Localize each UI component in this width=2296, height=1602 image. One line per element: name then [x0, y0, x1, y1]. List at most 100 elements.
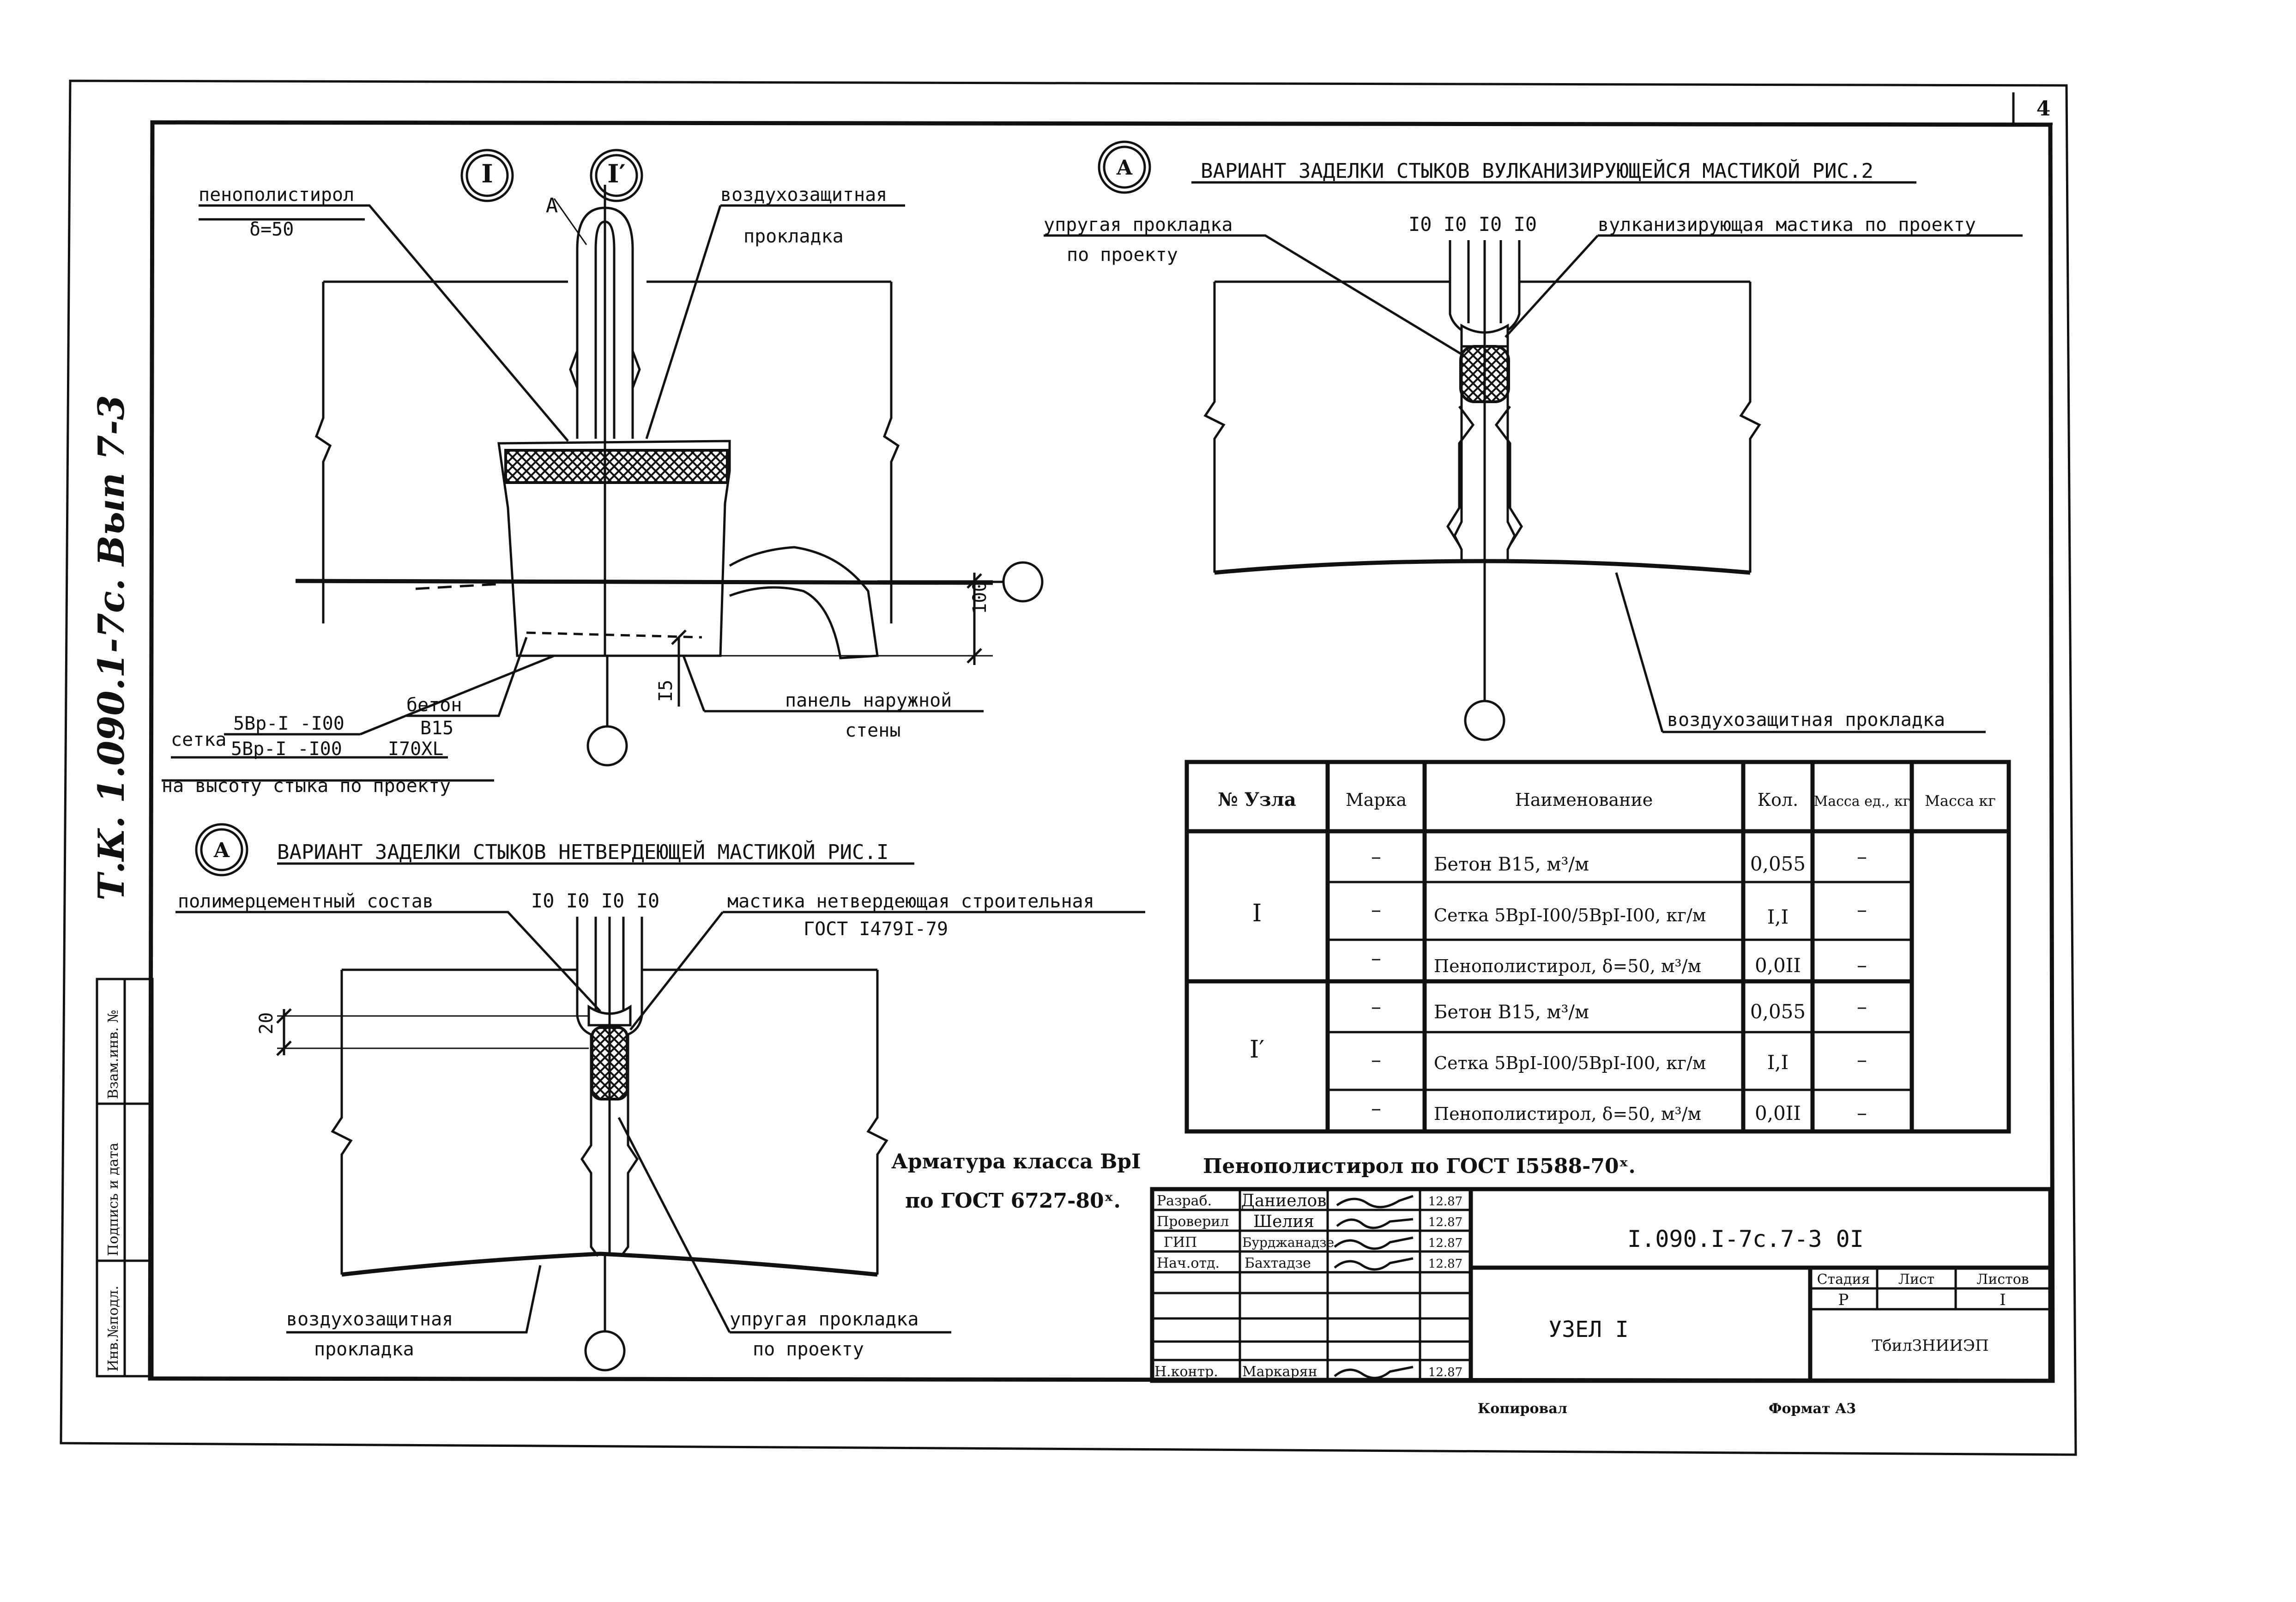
label-mesh-top: 5Вр-I -I00 — [233, 713, 344, 734]
section-mark-a: А — [546, 194, 558, 218]
tb-date: 12.87 — [1428, 1236, 1462, 1250]
figure-1 — [175, 823, 1145, 1372]
label-mesh-note: на высоту стыка по проекту — [162, 775, 451, 797]
mark-cell: – — [1371, 995, 1381, 1019]
label-foam: пенополистирол — [199, 184, 354, 206]
fig1-air-2: прокладка — [314, 1339, 414, 1360]
fig1-dim-20: 20 — [256, 1012, 277, 1034]
node-label-1: I — [481, 159, 493, 188]
qty-cell: 0,055 — [1750, 852, 1806, 875]
tb-format: Формат А3 — [1769, 1401, 1856, 1417]
fig2-gasket-1: упругая прокладка — [1044, 214, 1233, 236]
tb-person: Бурджанадзе — [1242, 1235, 1334, 1250]
title-block — [1150, 1187, 2053, 1383]
tb-role: Разраб. — [1157, 1193, 1212, 1209]
dim-15: I5 — [655, 680, 677, 702]
label-concrete-1: бетон — [406, 695, 462, 716]
fig1-mastic-2: ГОСТ I479I-79 — [804, 919, 948, 940]
label-air-gasket-2: прокладка — [743, 226, 844, 247]
label-air-gasket-1: воздухозащитная — [720, 184, 887, 206]
tb-stage: Р — [1838, 1291, 1849, 1309]
mark-cell: – — [1371, 1097, 1381, 1120]
qty-cell: 0,055 — [1750, 1000, 1806, 1023]
name-cell: Бетон В15, м³/м — [1434, 854, 1589, 875]
mark-cell: – — [1371, 845, 1381, 869]
stamp-inv: Инв.№подл. — [105, 1286, 121, 1372]
note-foam-std: Пенополистирол по ГОСТ I5588-70ˣ. — [1203, 1155, 1636, 1178]
signature-3 — [1334, 1236, 1414, 1250]
fig1-gasket-1: упругая прокладка — [730, 1309, 918, 1330]
stamp-sign: Подпись и дата — [105, 1143, 121, 1256]
node-label-1p: I′ — [607, 159, 626, 188]
note-rebar-1: Арматура класса ВрI — [891, 1150, 1141, 1173]
section-circle-bottom — [586, 725, 628, 767]
fig1-gasket-2: по проекту — [753, 1339, 864, 1360]
fig2-dims: I0 I0 I0 I0 — [1408, 213, 1537, 236]
name-cell: Бетон В15, м³/м — [1434, 1002, 1589, 1023]
fig1-polymer: полимерцементный состав — [178, 891, 434, 912]
sheet-frame — [60, 79, 2077, 1456]
stamp-replace: Взам.инв. № — [105, 1010, 121, 1099]
signature-4 — [1334, 1257, 1414, 1271]
th-mass-unit: Масса ед., кг — [1814, 793, 1910, 810]
tb-sheets: I — [2000, 1291, 2006, 1309]
fig2-gasket-2: по проекту — [1067, 244, 1178, 266]
fig1-title: ВАРИАНТ ЗАДЕЛКИ СТЫКОВ НЕТВЕРДЕЮЩЕЙ МАСТ… — [277, 840, 889, 864]
th-mass: Масса кг — [1925, 792, 1996, 810]
tb-person: Маркарян — [1242, 1364, 1317, 1380]
node-marker-1 — [460, 149, 514, 202]
figure-2 — [1044, 140, 2023, 741]
signature-5 — [1334, 1366, 1414, 1379]
th-name: Наименование — [1515, 790, 1653, 810]
tb-code: I.090.I-7с.7-3 0I — [1627, 1226, 1864, 1252]
tb-role: Нач.отд. — [1157, 1255, 1220, 1271]
signature-1 — [1336, 1195, 1414, 1209]
tb-stage-label: Стадия — [1817, 1271, 1870, 1288]
mark-cell: – — [1371, 898, 1381, 922]
label-mesh: сетка — [171, 729, 226, 750]
th-node: № Узла — [1218, 789, 1296, 810]
tb-sheet-label: Лист — [1898, 1271, 1934, 1288]
mass-unit-cell: – — [1857, 898, 1867, 922]
side-note: Т.К. 1.090.1-7с. Вып 7-3 — [91, 395, 133, 901]
node-cell-1p: I′ — [1250, 1036, 1264, 1064]
tb-date: 12.87 — [1428, 1257, 1462, 1271]
mass-unit-cell: – — [1857, 954, 1867, 977]
tb-person: Даниелов — [1241, 1191, 1327, 1210]
mass-unit-cell: – — [1857, 1101, 1867, 1125]
mark-cell: – — [1371, 1048, 1381, 1072]
label-panel-2: стены — [845, 720, 900, 741]
fig2-air: воздухозащитная прокладка — [1667, 709, 1945, 731]
tb-copied: Копировал — [1478, 1401, 1567, 1417]
tb-date: 12.87 — [1428, 1366, 1462, 1379]
name-cell: Сетка 5ВрI-I00/5ВрI-I00, кг/м — [1434, 905, 1706, 925]
node-marker-1p — [590, 149, 643, 202]
label-mesh-len: I70XL — [388, 738, 443, 760]
qty-cell: 0,0II — [1755, 1102, 1801, 1124]
fig1-marker: А — [213, 839, 230, 862]
signature-2 — [1336, 1218, 1414, 1229]
qty-cell: I,I — [1767, 1051, 1789, 1074]
note-rebar-2: по ГОСТ 6727-80ˣ. — [905, 1189, 1121, 1213]
tb-role: ГИП — [1164, 1234, 1197, 1251]
tb-person: Бахтадзе — [1245, 1255, 1311, 1271]
fig1-mastic-1: мастика нетвердеющая строительная — [727, 891, 1094, 912]
label-concrete-2: В15 — [420, 718, 453, 739]
qty-cell: 0,0II — [1755, 954, 1801, 977]
tb-date: 12.87 — [1428, 1195, 1462, 1209]
section-circle-right — [1002, 561, 1044, 603]
sheet-number: 4 — [2036, 97, 2051, 121]
tb-date: 12.87 — [1428, 1215, 1462, 1229]
tb-org: ТбилЗНИИЭП — [1872, 1336, 1988, 1355]
tb-role: Н.контр. — [1154, 1364, 1218, 1380]
th-mark: Марка — [1346, 790, 1407, 810]
mass-unit-cell: – — [1857, 845, 1867, 869]
tb-sheets-label: Листов — [1976, 1271, 2029, 1288]
tb-person: Шелия — [1253, 1212, 1314, 1231]
name-cell: Пенополистирол, δ=50, м³/м — [1434, 1104, 1701, 1124]
spec-table — [1184, 760, 2011, 1134]
node-cell-1: I — [1252, 900, 1262, 927]
mass-unit-cell: – — [1857, 1048, 1867, 1072]
fig2-title: ВАРИАНТ ЗАДЕЛКИ СТЫКОВ ВУЛКАНИЗИРУЮЩЕЙСЯ… — [1201, 158, 1873, 183]
